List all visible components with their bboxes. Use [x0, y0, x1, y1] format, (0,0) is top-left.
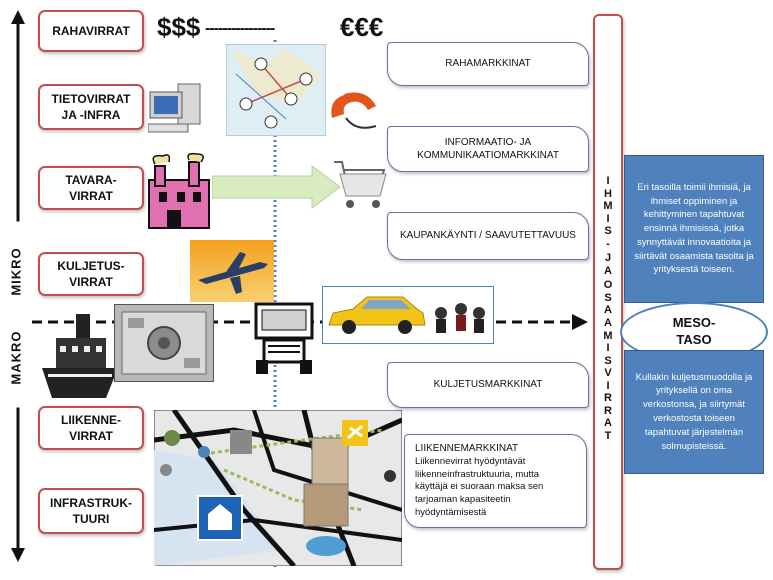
city-map-image [154, 410, 402, 566]
category-tavaravirrat: TAVARA- VIRRAT [38, 166, 144, 210]
vertical-letter: M [603, 329, 613, 342]
computer-icon [148, 83, 201, 133]
vertical-letter: I [606, 342, 610, 355]
vertical-letter: T [604, 429, 612, 442]
category-tietovirrat: TIETOVIRRAT JA -INFRA [38, 84, 144, 130]
ihmisvirrat-column [593, 14, 623, 570]
goods-flow-arrow [212, 165, 341, 209]
category-liikennevirrat: LIIKENNE- VIRRAT [38, 406, 144, 450]
market-informaatio: INFORMAATIO- JA KOMMUNIKAATIOMARKKINAT [387, 126, 589, 172]
market-kaupankaynti: KAUPANKÄYNTI / SAAVUTETTAVUUS [387, 212, 589, 260]
info-top-box: Eri tasoilla toimii ihmisiä, ja ihmiset … [624, 155, 764, 303]
vertical-letter: S [604, 354, 612, 367]
money-dashes: ---------------- [205, 20, 275, 37]
liikennemarkkinat-title: LIIKENNEMARKKINAT [415, 443, 519, 455]
info-bottom-box: Kullakin kuljetusmuodolla ja yrityksellä… [624, 350, 764, 474]
category-kuljetusvirrat: KULJETUS- VIRRAT [38, 252, 144, 296]
shopping-cart-icon [334, 161, 387, 208]
vertical-letter: M [603, 200, 613, 213]
car-people-panel [322, 286, 494, 344]
vertical-letter: A [604, 417, 612, 430]
truck-icon [254, 302, 314, 374]
vertical-letter: I [606, 175, 610, 187]
harbour-icon [197, 495, 243, 541]
market-liikennemarkkinat: LIIKENNEMARKKINAT Liikennevirrat hyödynt… [404, 434, 587, 528]
vertical-letter: V [604, 367, 612, 380]
category-infrastruktuuri: INFRASTRUK- TUURI [38, 488, 144, 534]
vertical-letter: R [604, 404, 612, 417]
vertical-letter: S [604, 225, 612, 238]
vertical-letter: - [606, 237, 610, 250]
vertical-letter: A [604, 317, 612, 330]
telephone-icon [331, 92, 377, 129]
mikro-label: MIKRO [8, 221, 24, 322]
taxi-car-icon [328, 296, 485, 334]
vertical-letter: O [603, 279, 613, 292]
airplane-image [190, 240, 274, 302]
vertical-letter: I [606, 379, 610, 392]
market-rahamarkkinat: RAHAMARKKINAT [387, 42, 589, 86]
makro-label: MAKRO [8, 307, 24, 408]
vertical-letter: H [604, 187, 612, 200]
ship-icon [42, 314, 118, 398]
vertical-letter: A [604, 264, 612, 277]
vertical-letter: J [604, 252, 612, 265]
market-kuljetusmarkkinat: KULJETUSMARKKINAT [387, 362, 589, 408]
euro-signs: €€€ [340, 12, 384, 42]
category-rahavirrat: RAHAVIRRAT [38, 10, 144, 52]
dollar-signs: $$$ [157, 12, 201, 42]
vertical-letter: S [604, 291, 612, 304]
liikennemarkkinat-text: Liikennevirrat hyödyntävät liikenneinfra… [415, 455, 544, 518]
network-map-image [226, 44, 326, 136]
vertical-letter: R [604, 392, 612, 405]
factory-icon [148, 152, 210, 229]
vertical-letter: A [604, 304, 612, 317]
container-image [114, 304, 214, 382]
vertical-letter: I [606, 212, 610, 225]
